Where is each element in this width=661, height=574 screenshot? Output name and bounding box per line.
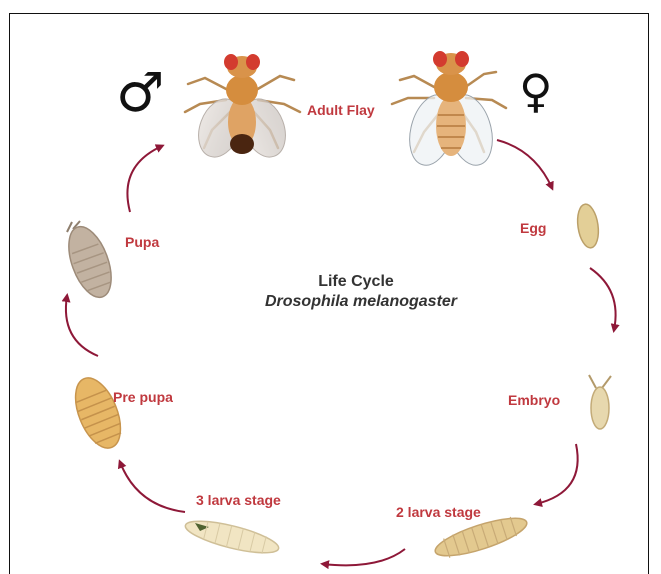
arrow-adult-to-egg [497, 140, 552, 188]
arrow-embryo-to-larva2 [536, 444, 578, 504]
embryo-icon [589, 375, 611, 429]
female-symbol: ♀ [519, 64, 553, 118]
female-fly-icon [392, 51, 506, 170]
arrow-egg-to-embryo [590, 268, 616, 330]
male-fly-icon [185, 54, 300, 163]
male-symbol: ♂ [116, 61, 164, 124]
diagram-title: Life Cycle [318, 273, 394, 290]
arrow-prepupa-to-pupa [66, 296, 98, 356]
label-embryo: Embryo [508, 392, 560, 408]
egg-icon [575, 203, 601, 249]
prepupa-icon [67, 372, 130, 455]
label-prepupa: Pre pupa [113, 389, 173, 405]
label-egg: Egg [520, 220, 546, 236]
label-larva-2: 2 larva stage [396, 504, 481, 520]
label-adult: Adult Flay [307, 102, 375, 118]
arrow-larva3-to-prepupa [120, 462, 185, 512]
pupa-icon [60, 221, 119, 303]
label-larva-3: 3 larva stage [196, 492, 281, 508]
arrow-pupa-to-adult [127, 146, 162, 212]
larva-3-icon [183, 515, 281, 560]
arrow-larva2-to-larva3 [323, 549, 405, 565]
diagram-subtitle: Drosophila melanogaster [265, 293, 458, 310]
label-pupa: Pupa [125, 234, 159, 250]
